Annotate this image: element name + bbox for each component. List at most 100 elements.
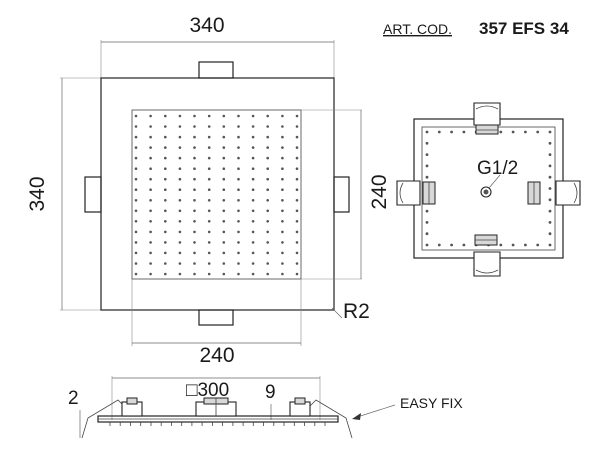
nozzle-dot [164,199,167,202]
rivet-dot [462,243,466,247]
nozzle-dot [222,114,226,118]
nozzle-dot [237,209,240,213]
nozzle-dot [149,177,152,181]
nozzle-dot [237,230,240,234]
nozzle-dot [164,262,167,265]
clip-right [305,399,353,439]
width-dimension: 340 [189,14,224,37]
bracket-bottom [473,234,501,277]
nozzle-dot [149,167,152,170]
easy-fix-arrow-head [352,413,361,420]
nozzle-dot [237,272,240,276]
height-dimension: 340 [26,176,49,211]
nozzle-dot [164,125,167,128]
nozzle-dot [149,209,152,213]
nozzle-dot [295,220,299,223]
rivet-dot [536,130,540,134]
nozzle-dot [295,230,299,234]
nozzle-dot [266,272,270,276]
nozzle-dot [193,230,196,234]
bracket-top [473,102,501,135]
nozzle-dot [207,241,211,244]
inner-width-dimension: 240 [199,344,234,367]
nozzle-dot [281,114,284,118]
nozzle-dot [295,199,299,202]
nozzle-dot [164,114,167,118]
nozzle-dot [149,251,152,255]
nozzle-dot [178,167,182,170]
nozzle-dot [222,262,226,265]
nozzle-dot [178,262,182,265]
tab-top [198,61,234,79]
connection-leader [488,174,501,189]
rivet-dot [548,175,552,179]
radius-label: R2 [343,300,370,323]
nozzle-dot [134,146,138,149]
nozzle-dot [207,272,211,276]
nozzle-dot [164,241,167,244]
nozzle-dot [295,272,299,276]
nozzle-dot [251,262,255,265]
nozzle-dot [281,262,284,265]
nozzle-dot [178,188,182,191]
side-bracket-left [121,397,143,417]
nozzle-dot [207,125,211,128]
nozzle-dot [178,199,182,202]
rivet-dot [450,130,453,134]
nozzle-dot [149,272,152,276]
nozzle-dot [178,241,182,244]
nozzle-dot [295,241,299,244]
inner-height-dimension: 240 [368,174,391,209]
nozzle-dot [251,251,255,255]
nozzle-dot [295,114,299,118]
nozzle-dot [149,188,152,191]
easy-fix-label: EASY FIX [400,395,463,411]
nozzle-dot [266,146,270,149]
nozzle-dot [237,156,240,160]
rivet-dot [548,221,552,224]
nozzle-dot [281,272,284,276]
nozzle-dot [207,230,211,234]
rivet-dot [499,130,503,134]
nozzle-dot [222,188,226,191]
radius-leader [331,307,343,319]
rivet-dot [511,243,515,247]
tab-bottom [198,309,234,326]
nozzle-dot [149,146,152,149]
nozzle-dot [251,177,255,181]
nozzle-dot [193,125,196,128]
nozzle-dot [222,135,226,139]
tab-right [333,176,350,213]
nozzle-dot [222,230,226,234]
thickness-dimension: 2 [68,388,79,409]
nozzle-dot [266,156,270,160]
nozzle-dot [134,241,138,244]
rivet-dot [524,130,527,134]
easy-fix-arrow-line [353,404,396,419]
nozzle-dot [178,125,182,128]
nozzle-dot [134,262,138,265]
nozzle-dot [222,167,226,170]
nozzle-dot [266,177,270,181]
nozzle-dot [251,220,255,223]
nozzle-dot [251,135,255,139]
nozzle-dot [134,199,138,202]
nozzle-dot [266,241,270,244]
nozzle-dot [164,209,167,213]
nozzle-dot [251,188,255,191]
nozzle-dot [266,220,270,223]
nozzle-dot [164,135,167,139]
nozzle-dot [164,188,167,191]
nozzle-dot [149,220,152,223]
rivet-dot [425,232,429,236]
nozzle-dot [178,209,182,213]
nozzle-dot [149,199,152,202]
nozzle-dot [266,188,270,191]
nozzle-dot [207,167,211,170]
nozzle-dot [134,188,138,191]
nozzle-dot [207,146,211,149]
nozzle-dot [281,251,284,255]
nozzle-dot [193,199,196,202]
nozzle-dot [266,209,270,213]
